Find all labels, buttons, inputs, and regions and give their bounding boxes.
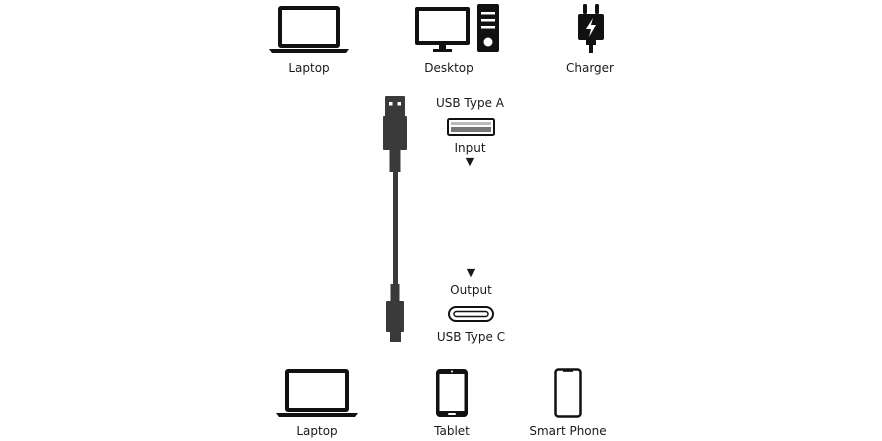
usb-type-a-port	[447, 118, 495, 136]
usb-type-a-label: USB Type A	[435, 96, 505, 110]
usb-type-c-port	[448, 306, 494, 322]
target-tablet	[435, 368, 469, 418]
source-desktop	[413, 4, 499, 54]
laptop-icon	[269, 6, 349, 53]
smartphone-icon	[554, 368, 582, 418]
target-laptop	[276, 368, 358, 418]
tablet-icon	[436, 369, 468, 417]
target-laptop-label: Laptop	[296, 424, 338, 438]
target-smartphone	[554, 368, 582, 418]
output-label: Output	[450, 283, 492, 297]
output-arrow-icon: ▼	[466, 266, 476, 279]
source-charger-label: Charger	[566, 61, 614, 75]
usb-cable	[380, 94, 410, 346]
usb-a-to-c-cable-icon	[383, 96, 407, 342]
target-tablet-label: Tablet	[434, 424, 470, 438]
source-desktop-label: Desktop	[424, 61, 474, 75]
input-label: Input	[454, 141, 486, 155]
charger-icon	[578, 4, 604, 53]
input-arrow-icon: ▼	[465, 155, 475, 168]
source-charger	[576, 3, 606, 55]
usb-type-c-label: USB Type C	[436, 330, 506, 344]
desktop-icon	[415, 4, 499, 52]
source-laptop-label: Laptop	[288, 61, 330, 75]
target-smartphone-label: Smart Phone	[529, 424, 607, 438]
usb-a-port-icon	[447, 118, 495, 136]
usb-c-port-icon	[448, 306, 494, 322]
laptop-icon	[276, 369, 358, 417]
source-laptop	[268, 4, 350, 54]
